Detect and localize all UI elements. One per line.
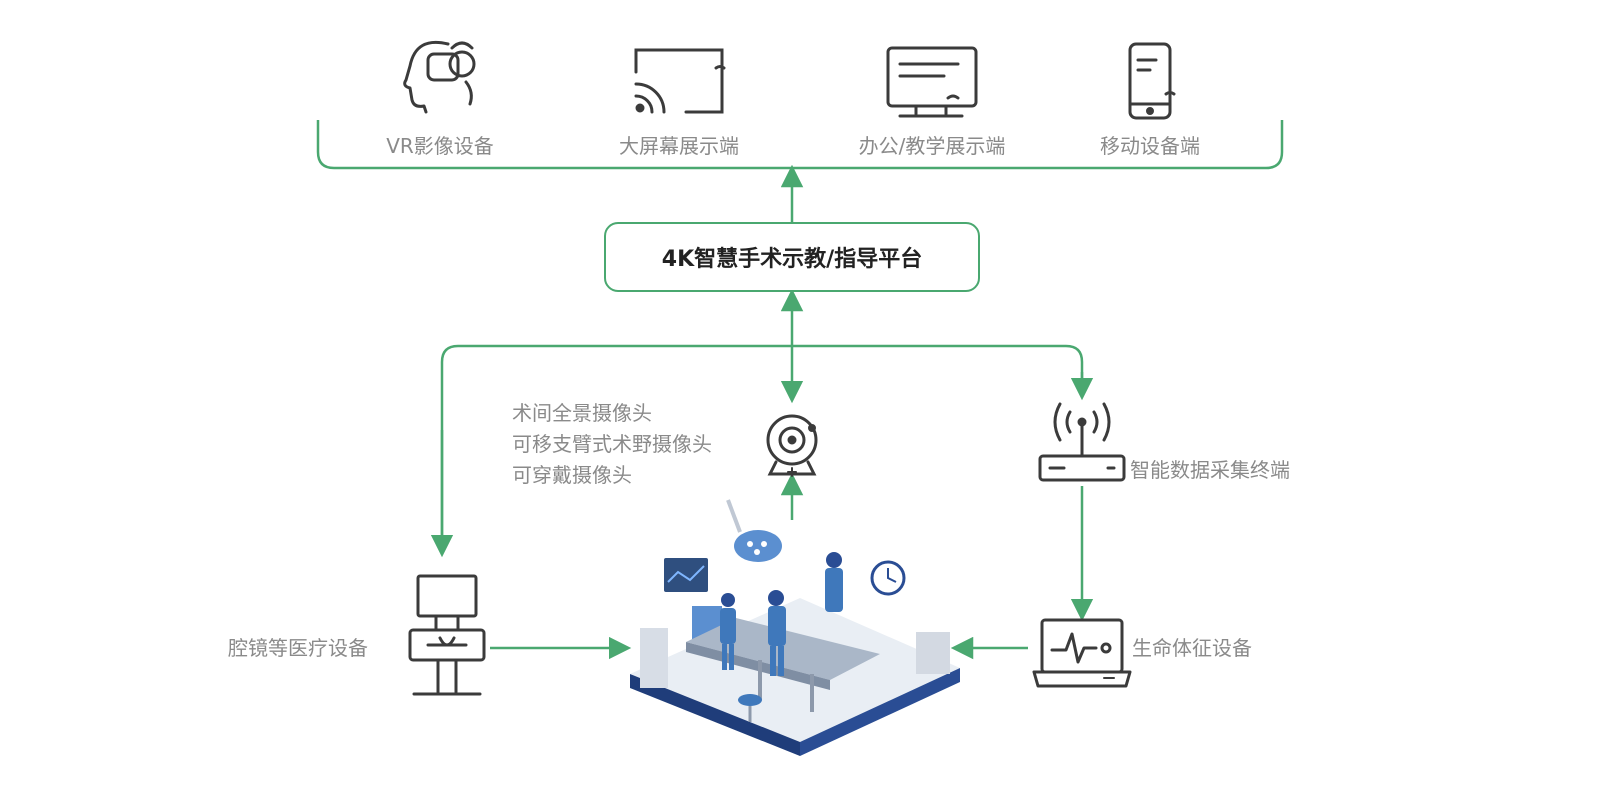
camera-line-wearable: 可穿戴摄像头 (512, 463, 632, 487)
wireless-router-icon (1038, 402, 1126, 482)
camera-line-arm: 可移支臂式术野摄像头 (512, 432, 712, 456)
vr-headset-icon (403, 40, 476, 114)
vital-signs-monitor-icon (1032, 618, 1132, 688)
monitor-icon (886, 46, 978, 118)
connectors (316, 120, 1284, 660)
operating-room-illustration (630, 499, 960, 756)
endoscope-label: 腔镜等医疗设备 (228, 636, 368, 660)
webcam-icon (766, 414, 818, 477)
device-label-large-screen: 大屏幕展示端 (619, 134, 739, 158)
vitals-label: 生命体征设备 (1132, 636, 1252, 660)
platform-box: 4K智慧手术示教/指导平台 (604, 222, 980, 292)
camera-line-panoramic: 术间全景摄像头 (512, 401, 652, 425)
device-label-office: 办公/教学展示端 (858, 134, 1006, 158)
platform-title: 4K智慧手术示教/指导平台 (661, 247, 923, 272)
bus-line (440, 344, 1084, 540)
device-label-vr: VR影像设备 (386, 134, 494, 158)
mobile-phone-icon (1128, 42, 1176, 120)
camera-list: 术间全景摄像头 可移支臂式术野摄像头 可穿戴摄像头 (512, 398, 712, 491)
device-label-mobile: 移动设备端 (1100, 134, 1200, 158)
endoscope-cart-icon (408, 574, 486, 696)
terminal-label: 智能数据采集终端 (1130, 458, 1290, 482)
large-screen-cast-icon (634, 48, 726, 114)
